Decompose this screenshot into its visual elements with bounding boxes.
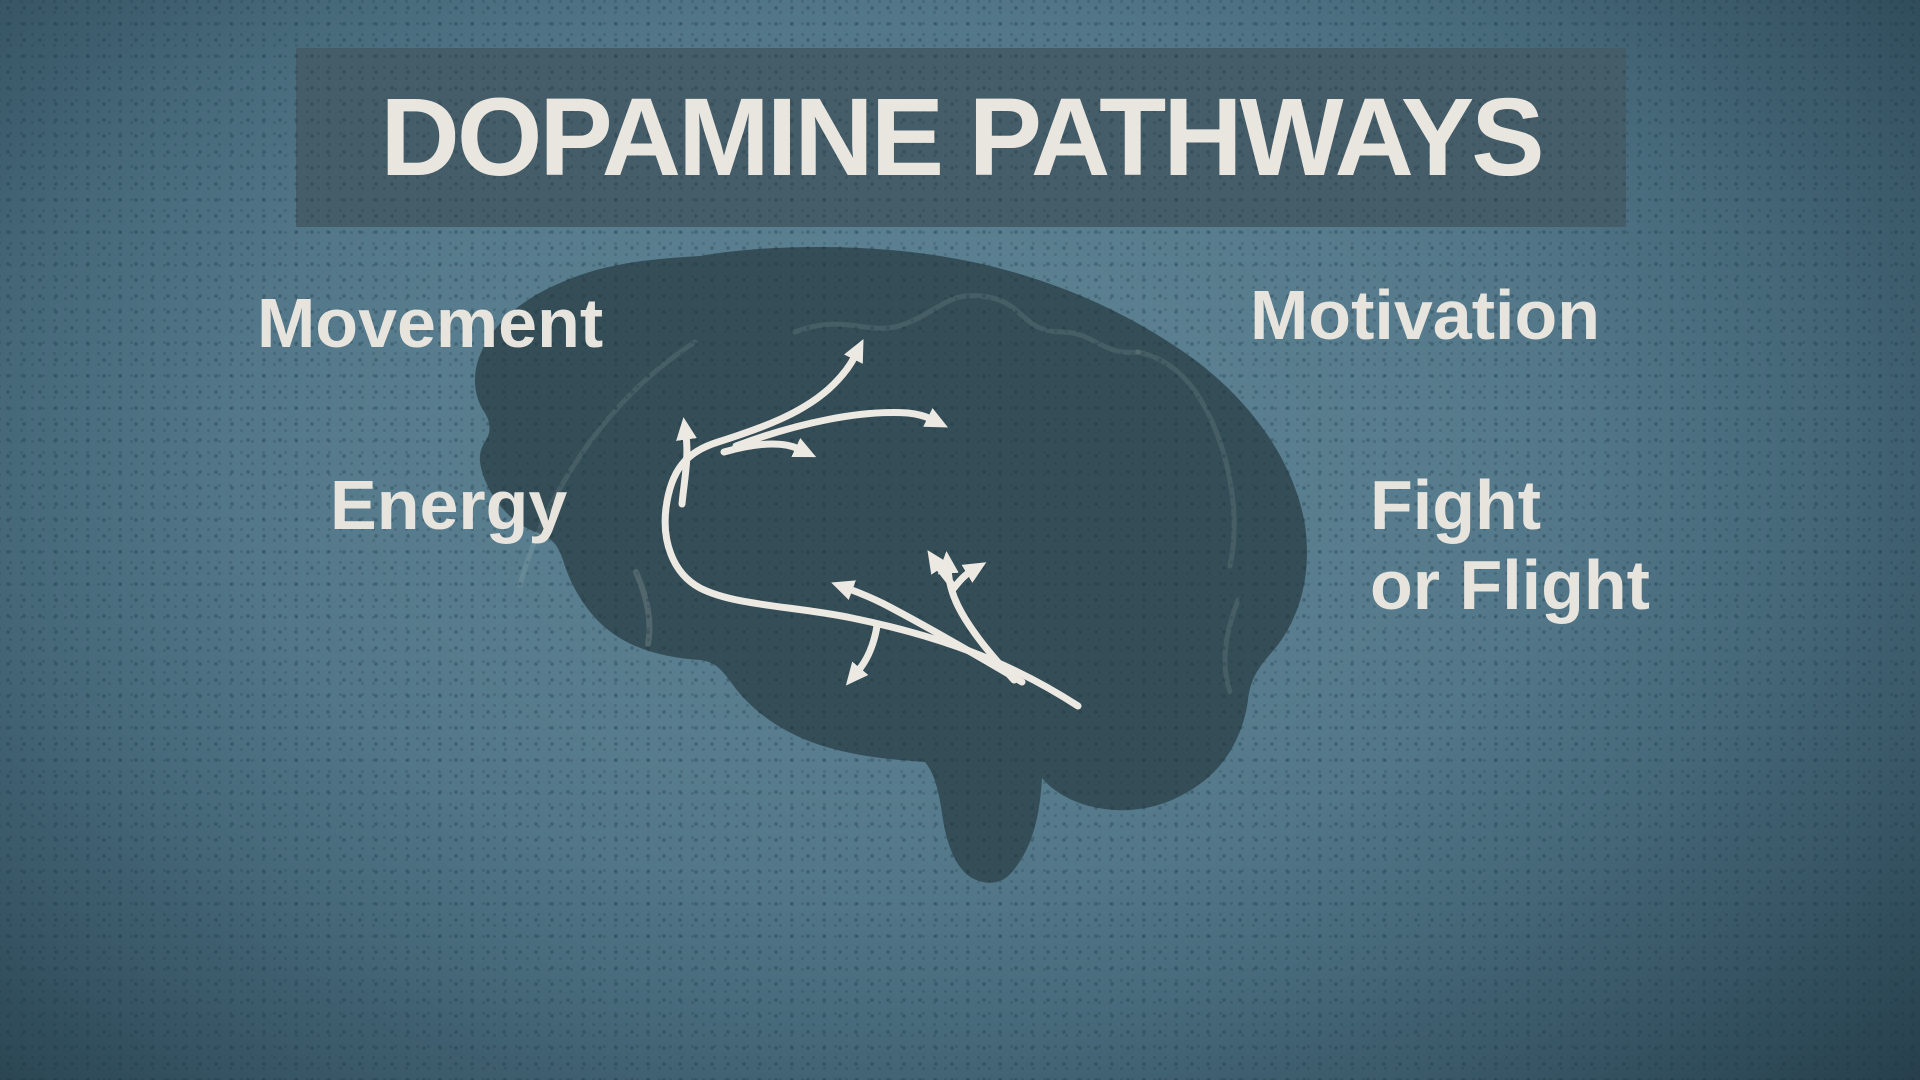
pathway-short-right-arrow [720,438,817,458]
branch-tree-right-arrow [950,562,987,592]
gyrus-line-top [792,293,1141,355]
gyrus-line-front [517,339,698,588]
label-energy: Energy [330,465,567,545]
label-movement: Movement [257,283,603,363]
label-fight-or-flight: Fight or Flight [1370,465,1650,625]
gyrus-line-cerebellum [1222,597,1241,695]
label-motivation-text: Motivation [1250,276,1600,354]
page-title: DOPAMINE PATHWAYS [380,76,1544,199]
label-fight-line1: Fight [1370,466,1542,544]
label-energy-text: Energy [330,466,568,544]
label-motivation: Motivation [1250,275,1600,355]
brain-silhouette [474,246,1307,883]
branch-tree-left-arrow [927,550,957,590]
gyrus-crescent [633,569,653,647]
label-movement-text: Movement [257,284,604,362]
gyrus-line-back [1135,349,1237,569]
label-fight-line2: or Flight [1370,546,1650,624]
pathway-swoosh-up-arrow [661,338,1082,710]
title-banner [296,48,1626,227]
pathway-left-arrow [831,580,1026,686]
pathway-long-right-arrow [732,408,949,450]
pathway-down-arrow [845,622,881,686]
pathway-frontal-up-arrow [676,417,697,508]
